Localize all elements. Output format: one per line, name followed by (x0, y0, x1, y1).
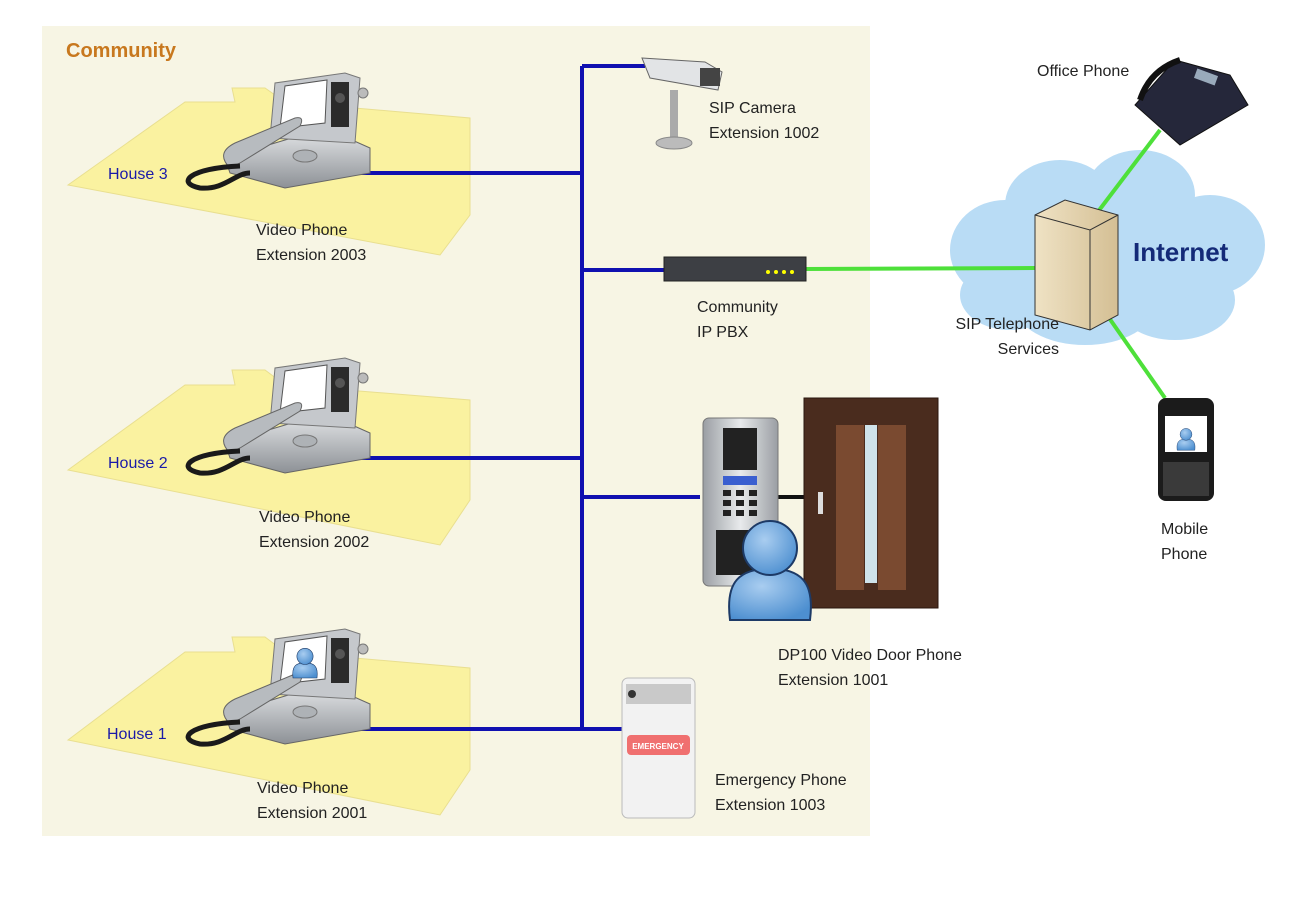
device-name-line2: IP PBX (697, 320, 778, 345)
device-name-line1: Community (697, 295, 778, 320)
video-phone-2001-label: Video Phone Extension 2001 (257, 776, 367, 826)
device-name: SIP Camera (709, 96, 819, 121)
door-icon (804, 398, 938, 608)
mobile-phone-icon[interactable] (1158, 398, 1214, 501)
office-phone-label: Office Phone (1037, 59, 1129, 84)
device-name: Emergency Phone (715, 768, 847, 793)
house-3-label: House 3 (108, 166, 168, 184)
emergency-phone-icon[interactable]: EMERGENCY (622, 678, 695, 818)
house-1-label: House 1 (107, 726, 167, 744)
device-name-line2: Phone (1161, 542, 1208, 567)
extension-number: Extension 2001 (257, 801, 367, 826)
internet-label: Internet (1133, 237, 1228, 268)
device-name: Video Phone (257, 776, 367, 801)
service-name-line1: SIP Telephone (946, 312, 1059, 337)
extension-number: Extension 1003 (715, 793, 847, 818)
device-name: DP100 Video Door Phone (778, 643, 962, 668)
ip-pbx-label: Community IP PBX (697, 295, 778, 345)
sip-services-label: SIP Telephone Services (946, 312, 1059, 362)
extension-number: Extension 2002 (259, 530, 369, 555)
office-phone-icon[interactable] (1135, 60, 1248, 145)
door-phone-label: DP100 Video Door Phone Extension 1001 (778, 643, 962, 693)
extension-number: Extension 2003 (256, 243, 366, 268)
sip-server-icon[interactable] (1035, 200, 1118, 330)
device-name: Video Phone (256, 218, 366, 243)
service-name-line2: Services (946, 337, 1059, 362)
sip-camera-label: SIP Camera Extension 1002 (709, 96, 819, 146)
video-phone-2003-label: Video Phone Extension 2003 (256, 218, 366, 268)
extension-number: Extension 1001 (778, 668, 962, 693)
link-pbx-internet (805, 268, 1035, 269)
extension-number: Extension 1002 (709, 121, 819, 146)
video-phone-2002-label: Video Phone Extension 2002 (259, 505, 369, 555)
house-2-label: House 2 (108, 455, 168, 473)
ip-pbx-icon[interactable] (664, 257, 806, 281)
emergency-panel-text: EMERGENCY (632, 742, 684, 751)
emergency-phone-label: Emergency Phone Extension 1003 (715, 768, 847, 818)
mobile-phone-label: Mobile Phone (1161, 517, 1208, 567)
device-name: Video Phone (259, 505, 369, 530)
device-name-line1: Mobile (1161, 517, 1208, 542)
